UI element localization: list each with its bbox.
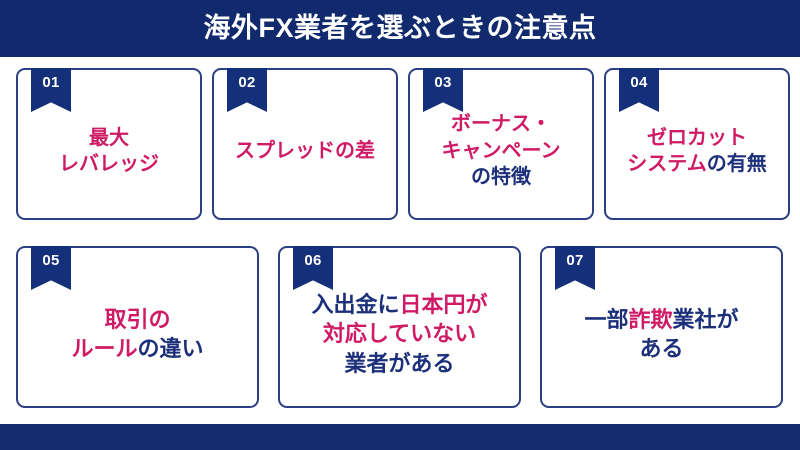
card-text-segment: ゼロカット xyxy=(647,126,747,149)
info-card-01: 01 最大レバレッジ xyxy=(16,68,202,220)
page-title: 海外FX業者を選ぶときの注意点 xyxy=(203,13,597,43)
card-text: ボーナス・キャンペーンの特徴 xyxy=(436,111,567,190)
card-text-segment: ある xyxy=(639,336,684,361)
card-text-line: レバレッジ xyxy=(59,151,159,177)
ribbon-badge-icon: 06 xyxy=(293,246,333,290)
card-text-line: 一部詐欺業社が xyxy=(584,305,738,334)
card-number: 05 xyxy=(42,252,60,269)
info-card-03: 03 ボーナス・キャンペーンの特徴 xyxy=(408,68,594,220)
card-text-segment: 日本円が xyxy=(399,292,488,318)
card-text: スプレッドの差 xyxy=(229,138,381,164)
ribbon-badge-icon: 05 xyxy=(31,246,71,290)
card-text-line: ある xyxy=(584,334,738,363)
card-text-segment: の特徴 xyxy=(471,166,531,189)
card-row-top: 01 最大レバレッジ 02 スプレッドの差 03 ボーナス・キャンペーンの特徴 04 ゼロカッ… xyxy=(16,68,790,220)
card-text-line: 対応していない xyxy=(311,319,487,348)
card-text-segment: 業者がある xyxy=(344,350,455,376)
ribbon-badge-icon: 04 xyxy=(619,68,659,112)
card-text-segment: 取引の xyxy=(104,306,171,332)
ribbon-badge-icon: 01 xyxy=(31,68,71,112)
card-text: 一部詐欺業社がある xyxy=(578,305,744,363)
card-text-segment: 最大 xyxy=(89,126,129,149)
card-text-segment: システム xyxy=(627,153,707,175)
card-text-segment: 対応していない xyxy=(322,321,477,347)
card-text: 入出金に日本円が対応していない業者がある xyxy=(305,290,493,377)
card-text: ゼロカットシステムの有無 xyxy=(621,125,772,178)
card-text: 最大レバレッジ xyxy=(53,125,165,178)
card-text-segment: の違い xyxy=(137,336,204,361)
card-text-line: ルールの違い xyxy=(71,334,203,363)
card-text-segment: の有無 xyxy=(706,153,767,175)
header-bar: 海外FX業者を選ぶときの注意点 xyxy=(0,0,800,57)
card-text-line: スプレッドの差 xyxy=(235,138,375,164)
card-text-segment: 詐欺 xyxy=(628,306,673,332)
card-text-line: ボーナス・ xyxy=(442,111,561,137)
card-text-line: 取引の xyxy=(71,305,203,334)
card-text-line: 入出金に日本円が xyxy=(311,290,487,319)
card-text-segment: ルール xyxy=(71,336,138,361)
card-number: 01 xyxy=(42,74,60,91)
card-number: 03 xyxy=(434,74,452,91)
card-number: 04 xyxy=(630,74,648,91)
card-number: 02 xyxy=(238,74,256,91)
card-text-segment: レバレッジ xyxy=(59,153,159,175)
card-text-line: システムの有無 xyxy=(627,151,766,177)
card-text: 取引のルールの違い xyxy=(65,305,209,363)
card-text-segment: 一部 xyxy=(584,306,629,332)
card-text-line: 最大 xyxy=(59,125,159,151)
card-number: 06 xyxy=(304,252,322,269)
ribbon-badge-icon: 07 xyxy=(555,246,595,290)
info-card-02: 02 スプレッドの差 xyxy=(212,68,398,220)
card-number: 07 xyxy=(566,252,584,269)
card-text-segment: 入出金に xyxy=(311,292,400,318)
card-text-line: の特徴 xyxy=(442,164,561,190)
card-text-segment: キャンペーン xyxy=(441,139,561,162)
card-text-line: ゼロカット xyxy=(627,125,766,151)
ribbon-badge-icon: 02 xyxy=(227,68,267,112)
card-text-line: 業者がある xyxy=(311,349,487,378)
card-text-segment: 業社が xyxy=(672,306,739,332)
card-text-line: キャンペーン xyxy=(442,138,561,164)
card-text-segment: スプレッドの差 xyxy=(235,139,375,162)
ribbon-badge-icon: 03 xyxy=(423,68,463,112)
footer-bar xyxy=(0,424,800,450)
card-text-segment: ボーナス・ xyxy=(451,113,551,136)
